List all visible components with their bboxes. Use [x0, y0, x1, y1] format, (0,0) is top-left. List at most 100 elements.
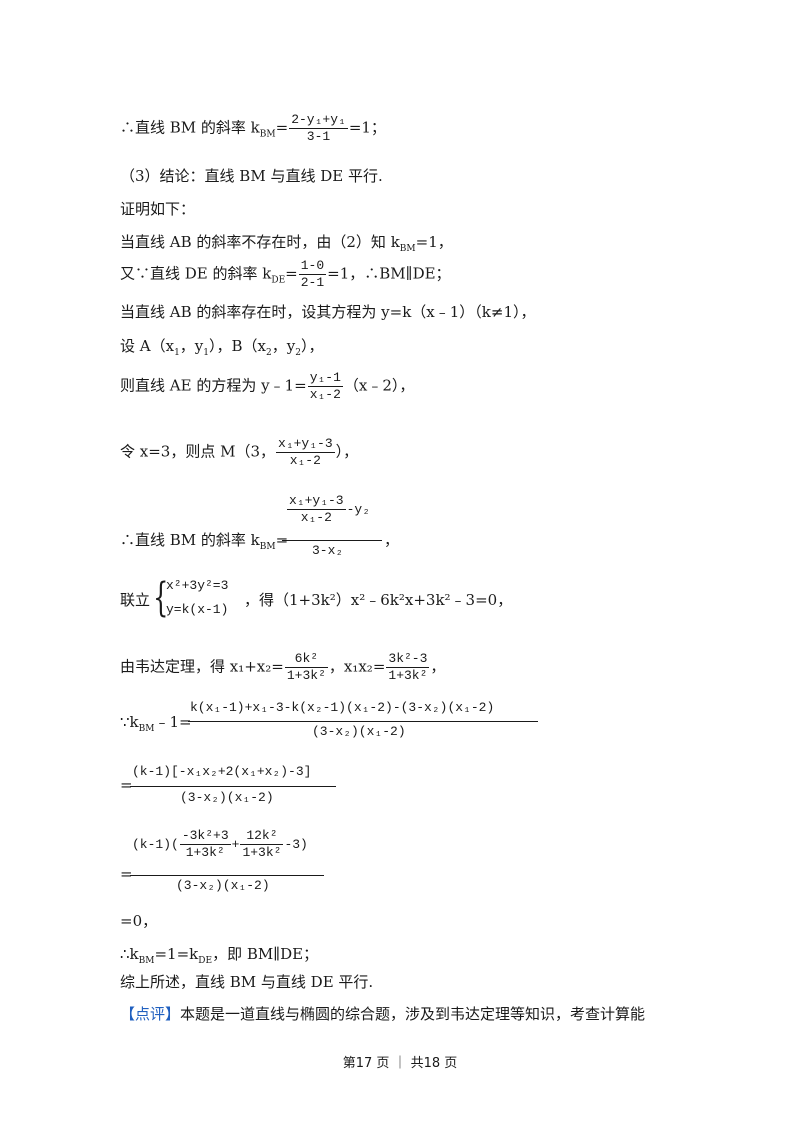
numerator: -3k²+3 [179, 828, 231, 845]
subscript: BM [138, 956, 155, 966]
text: 联立 [120, 591, 151, 609]
denominator: (3-x₂)(x₁-2) [176, 878, 270, 893]
line-conclusion: （3）结论：直线 BM 与直线 DE 平行. [120, 167, 383, 185]
subscript: 2 [266, 348, 272, 358]
denominator: 3-x₂ [312, 543, 344, 558]
equals: = [120, 865, 133, 883]
equation-1: x²+3y²=3 [166, 578, 229, 593]
subscript: 1 [174, 348, 180, 358]
equals: = [285, 264, 298, 283]
denominator: 1+3k² [242, 845, 282, 860]
equals: = [275, 531, 289, 549]
denominator: 2-1 [300, 275, 325, 290]
text: （x﹣2）， [343, 376, 415, 395]
text: 设 A（x [120, 337, 175, 355]
text: ，y [271, 337, 296, 355]
denominator: (3-x₂)(x₁-2) [312, 724, 406, 739]
text: ， [384, 531, 400, 549]
denominator: 1+3k² [185, 845, 225, 860]
equation-2: y=k(x-1) [166, 602, 229, 617]
subscript: BM [138, 724, 155, 734]
denominator: x₁-2 [300, 510, 332, 525]
minus-y2: -y₂ [346, 501, 371, 517]
text: 则直线 AE 的方程为 y﹣1= [120, 376, 307, 395]
fraction-bar [130, 875, 324, 876]
fraction-bar [188, 721, 538, 722]
fraction-bar [282, 540, 382, 541]
numerator: (k-1)[-x₁x₂+2(x₁+x₂)-3] [132, 764, 312, 779]
denominator: 3-1 [306, 129, 331, 144]
text: 由韦达定理，得 x₁+x₂= [120, 657, 284, 676]
numerator: x₁+y₁-3 [287, 493, 346, 510]
numerator: x₁+y₁-3 [276, 436, 335, 453]
left-brace: { [153, 575, 169, 621]
subscript: BM [259, 542, 276, 552]
line-case-slope-exists: 当直线 AB 的斜率存在时，设其方程为 y=k（x﹣1）（k≠1）， [120, 303, 536, 321]
denominator: 1+3k² [286, 668, 326, 683]
comment-tag: 【点评】 [120, 1005, 181, 1023]
line-equals-zero: =0， [120, 912, 158, 930]
text: ，y [179, 337, 204, 355]
text: ∴直线 BM 的斜率 k [120, 118, 260, 137]
text: ，得（1+3k²）x²﹣6k²x+3k²﹣3=0， [244, 591, 513, 609]
text: ，即 BM∥DE； [212, 945, 319, 963]
text: 当直线 AB 的斜率不存在时，由（2）知 k [120, 233, 400, 251]
subscript: DE [198, 956, 213, 966]
line-proof-heading: 证明如下： [120, 200, 196, 218]
text: -3) [284, 836, 308, 852]
fraction-bar [130, 786, 336, 787]
line-comment: 【点评】本题是一道直线与椭圆的综合题，涉及到韦达定理等知识，考查计算能 [120, 1004, 645, 1024]
text: =1； [348, 118, 386, 137]
equals: = [275, 118, 289, 137]
text: =1， [415, 233, 453, 251]
line-kbm-minus-1: ∵kBM﹣1= [120, 712, 192, 734]
equals: = [120, 776, 133, 794]
numerator: 6k² [284, 651, 328, 668]
denominator: x₁-2 [289, 453, 321, 468]
subscript: 2 [295, 348, 301, 358]
numerator: k(x₁-1)+x₁-3-k(x₂-1)(x₁-2)-(3-x₂)(x₁-2) [190, 700, 495, 715]
text: (k-1)( [132, 836, 179, 852]
text: =1，∴BM∥DE； [327, 264, 451, 283]
text: ∴直线 BM 的斜率 k [120, 531, 260, 549]
numerator: 1-0 [298, 258, 327, 275]
subscript: BM [259, 129, 276, 140]
text: 令 x=3，则点 M（3， [120, 442, 276, 461]
text: 又∵直线 DE 的斜率 k [120, 264, 272, 283]
numerator: y₁-1 [307, 370, 343, 387]
denominator: x₁-2 [309, 387, 341, 402]
text: ，x₁x₂= [328, 657, 386, 676]
page-footer: 第17 页 ｜ 共18 页 [342, 1056, 458, 1071]
text: ， [430, 657, 446, 676]
line-case-no-slope: 当直线 AB 的斜率不存在时，由（2）知 kBM=1， [120, 232, 453, 254]
text: ∵k [120, 713, 139, 731]
text: ）， [335, 442, 359, 461]
plus: + [231, 836, 240, 852]
comment-text: 本题是一道直线与椭圆的综合题，涉及到韦达定理等知识，考查计算能 [180, 1005, 646, 1023]
denominator: (3-x₂)(x₁-2) [180, 790, 274, 805]
numerator: 2-y₁+y₁ [289, 112, 348, 129]
line-points-ab: 设 A（x1，y1），B（x2，y2）， [120, 336, 324, 358]
text: ）， [300, 337, 324, 355]
text: ﹣1= [154, 713, 192, 731]
line-summary: 综上所述，直线 BM 与直线 DE 平行. [120, 973, 374, 991]
text: ∴k [120, 945, 139, 963]
text: ），B（x [209, 337, 266, 355]
numerator: 12k² [240, 828, 284, 845]
subscript: DE [271, 275, 286, 286]
line-kbm-equals-kde: ∴kBM=1=kDE，即 BM∥DE； [120, 944, 319, 966]
